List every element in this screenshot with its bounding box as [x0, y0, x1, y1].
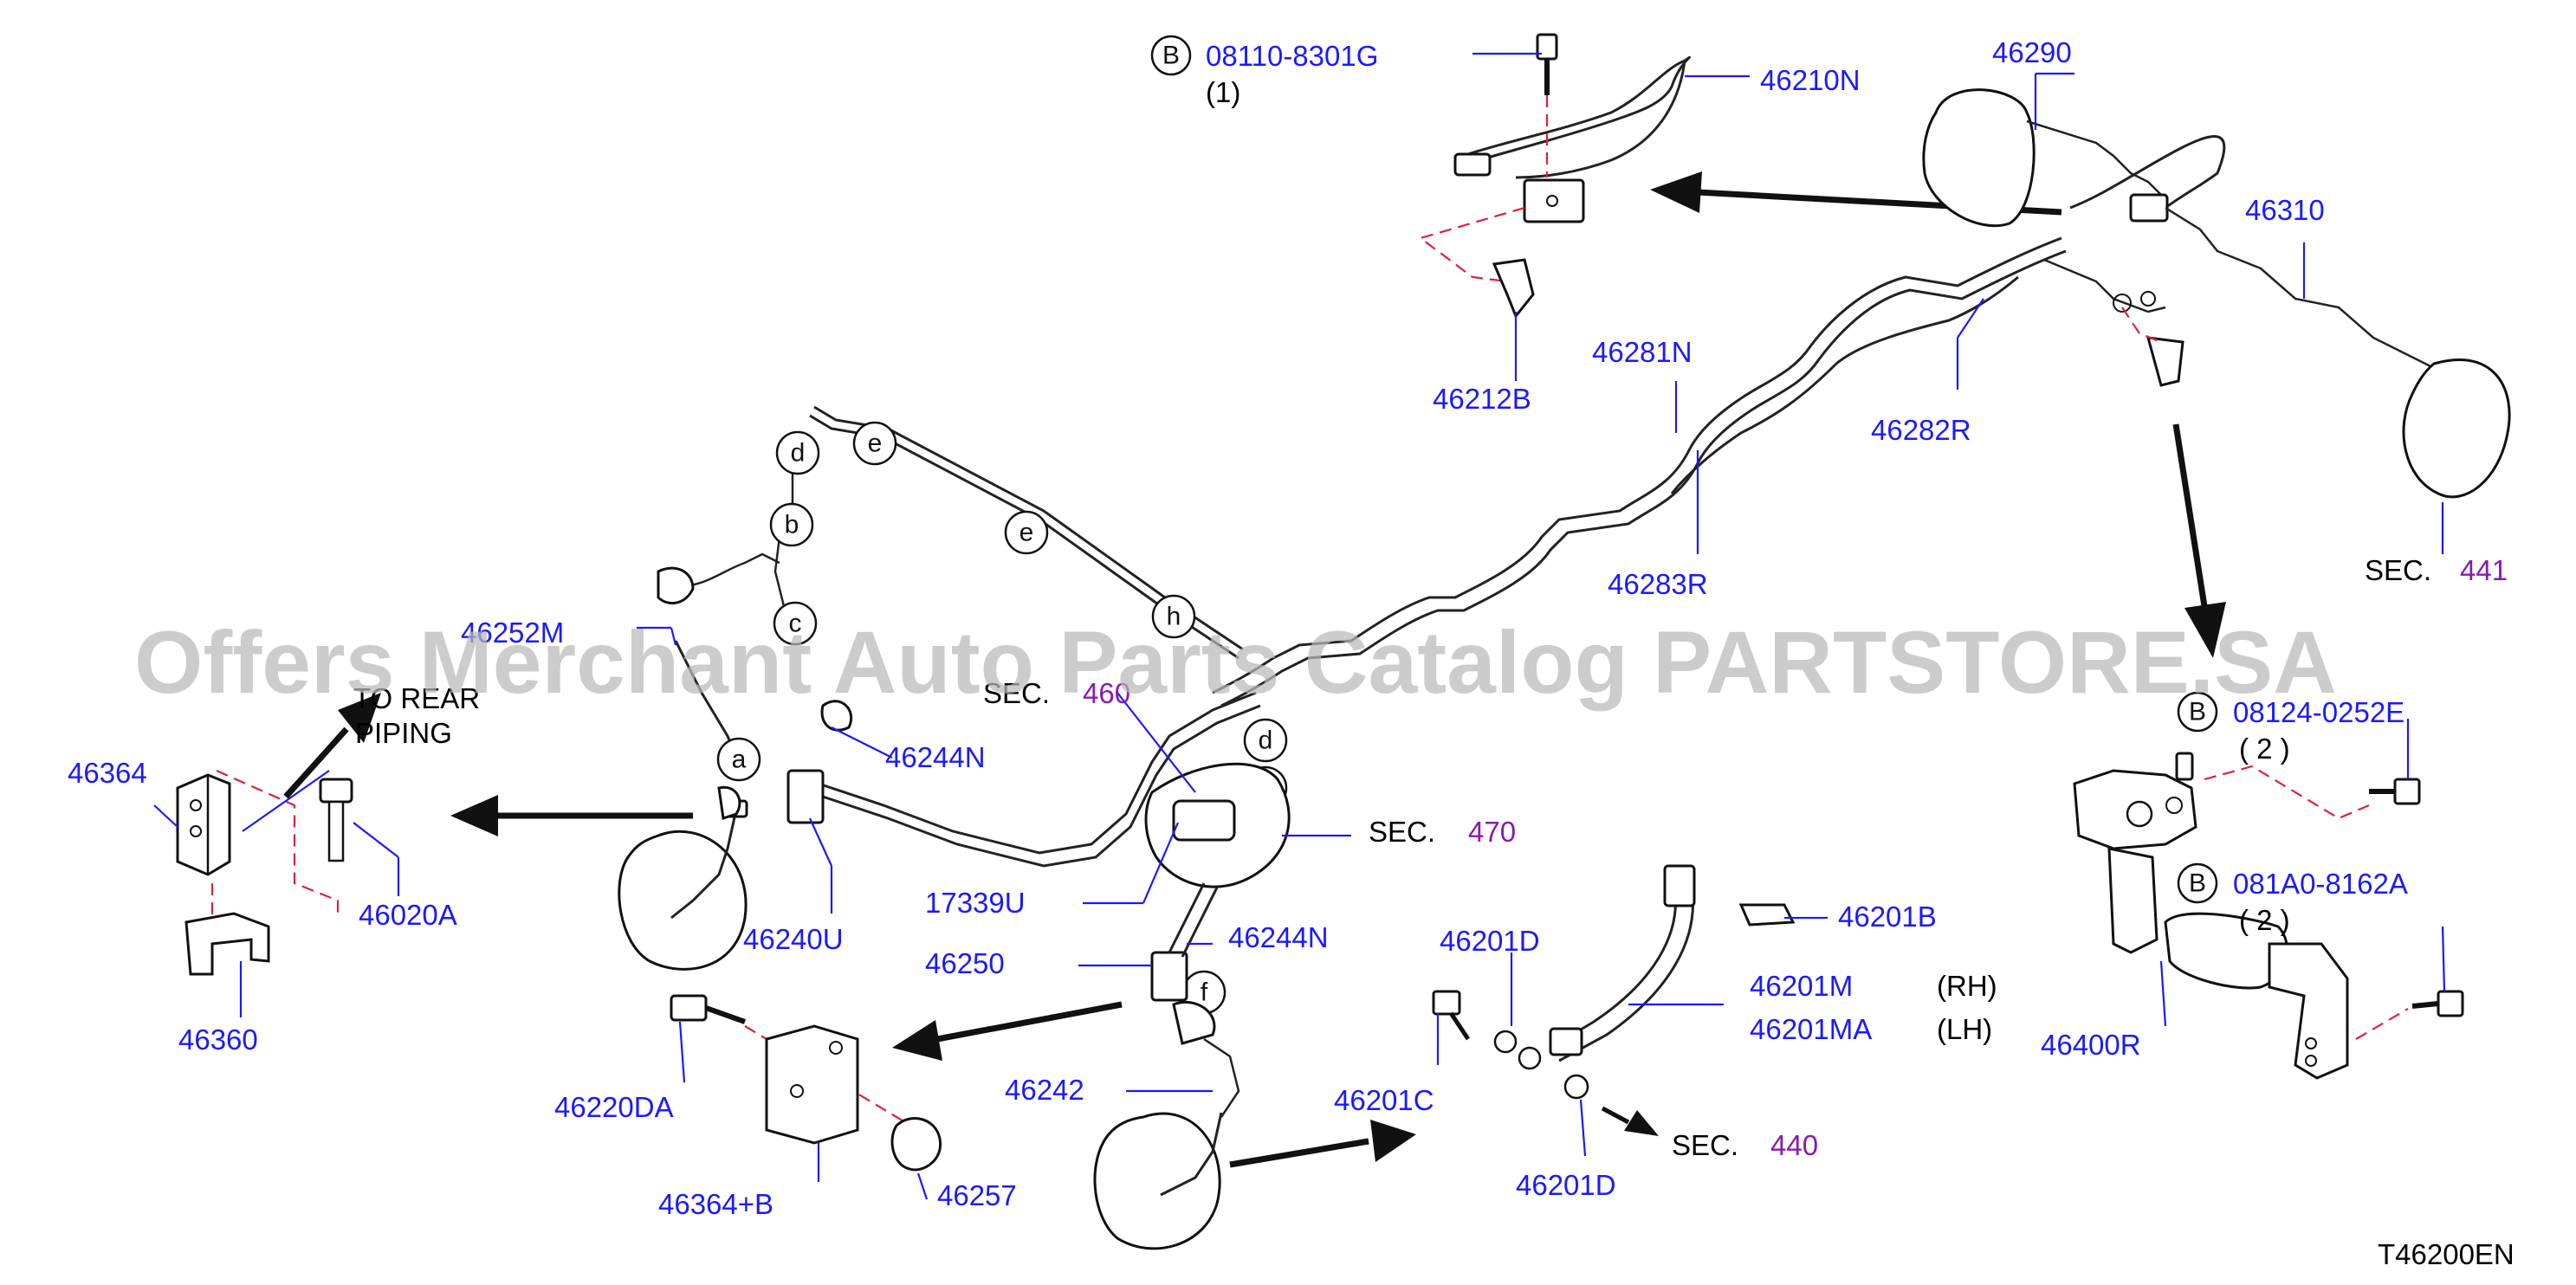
- svg-text:d: d: [1259, 726, 1273, 755]
- part-label-46360: 46360: [178, 1023, 258, 1056]
- callout-08110-8301G: B 08110-8301G (1): [1150, 35, 1378, 108]
- bolt-marker: B: [1162, 42, 1180, 70]
- clip-marker-h: h: [1151, 594, 1196, 639]
- bolt-quantity: ( 2 ): [2239, 904, 2290, 936]
- part-label-46281N: 46281N: [1592, 336, 1693, 368]
- part-label-46257: 46257: [937, 1179, 1017, 1211]
- section-prefix: SEC.: [1672, 1129, 1738, 1161]
- section-prefix: SEC.: [1369, 816, 1435, 848]
- bolt-marker-circle: [2177, 691, 2218, 733]
- part-label-46290: 46290: [1992, 36, 2072, 68]
- svg-text:c: c: [789, 610, 802, 638]
- junction-block-46364B: [670, 994, 942, 1200]
- section-prefix: SEC.: [2365, 554, 2431, 586]
- part-label-46201B: 46201B: [1838, 901, 1937, 933]
- part-label-46201C: 46201C: [1334, 1084, 1434, 1116]
- bolt-part-number: 081A0-8162A: [2233, 868, 2408, 900]
- front-right-hose-assembly: [1093, 1112, 1223, 1250]
- part-label-46250: 46250: [925, 947, 1005, 979]
- part-label-46244N-lower: 46244N: [1228, 921, 1329, 953]
- clip-marker-c: c: [773, 601, 818, 646]
- part-label-17339U: 17339U: [925, 887, 1026, 919]
- part-label-46242: 46242: [1005, 1074, 1084, 1106]
- diagram-code: T46200EN: [2378, 1238, 2515, 1270]
- section-ref-441: SEC. 441: [2365, 554, 2508, 586]
- section-ref-470: SEC. 470: [1369, 816, 1516, 848]
- part-label-46220DA: 46220DA: [554, 1091, 674, 1123]
- arrow-to-46364B: [892, 1001, 1123, 1061]
- section-number: 441: [2460, 554, 2508, 586]
- watermark: Offers Merchant Auto Parts Catalog PARTS…: [134, 613, 2337, 712]
- svg-text:a: a: [732, 746, 747, 774]
- part-label-46201M: 46201M: [1750, 970, 1853, 1002]
- section-ref-460: SEC. 460: [983, 677, 1130, 709]
- part-label-46201D-lower: 46201D: [1516, 1169, 1616, 1201]
- hose-46210N-assembly: [1418, 33, 1750, 381]
- section-prefix: SEC.: [983, 677, 1050, 709]
- bolt-marker-circle: [1150, 35, 1192, 76]
- arrow-to-46400R: [2172, 423, 2226, 658]
- hose-46290-46310-assembly: [1922, 72, 2511, 554]
- rear-piping-line1: TO REAR: [353, 682, 480, 714]
- arrow-to-sec-440-assembly: [1229, 1120, 1416, 1168]
- part-label-46244N-upper: 46244N: [885, 741, 986, 773]
- master-cylinder-area: [1078, 692, 1351, 1118]
- bolt-marker-circle: [2177, 862, 2218, 904]
- clip-marker-e-mid: e: [1004, 510, 1049, 555]
- svg-text:b: b: [785, 511, 799, 539]
- bolt-marker: B: [2189, 869, 2206, 898]
- upper-center-pipes: [637, 405, 1261, 868]
- svg-text:e: e: [868, 429, 883, 458]
- part-label-46283R: 46283R: [1608, 568, 1708, 600]
- part-label-46400R: 46400R: [2041, 1029, 2141, 1061]
- clip-markers: d e b e c h a d: [716, 421, 1288, 1015]
- part-label-46364: 46364: [68, 757, 147, 789]
- part-label-46310: 46310: [2245, 194, 2325, 226]
- part-label-46210N: 46210N: [1760, 64, 1861, 96]
- bolt-part-number: 08124-0252E: [2233, 696, 2404, 728]
- clip-marker-b: b: [769, 502, 814, 547]
- clip-marker-d-upper: d: [1243, 718, 1288, 763]
- callout-081A0-8162A: B 081A0-8162A ( 2 ): [2177, 862, 2408, 936]
- bolt-quantity: (1): [1206, 76, 1240, 108]
- rear-piping-note: TO REAR PIPING: [353, 682, 480, 749]
- front-left-hose-assembly: [618, 769, 833, 971]
- hose-46201M-assembly: [1432, 864, 1828, 1157]
- part-label-46282R: 46282R: [1871, 414, 1971, 446]
- clip-marker-d-top: d: [775, 430, 820, 475]
- junction-block-46364: [153, 769, 400, 1017]
- rear-piping-arrow: [242, 693, 381, 832]
- valve-46400R-assembly: [2073, 719, 2464, 1080]
- bolt-quantity: ( 2 ): [2239, 733, 2290, 765]
- svg-text:h: h: [1167, 603, 1181, 631]
- part-label-46201MA: 46201MA: [1750, 1013, 1872, 1045]
- rear-piping-line2: PIPING: [355, 717, 452, 749]
- side-label-rh: (RH): [1937, 970, 1997, 1002]
- section-number: 470: [1468, 816, 1516, 848]
- arrow-to-sec-440: [1601, 1106, 1659, 1136]
- part-label-46240U: 46240U: [743, 923, 844, 955]
- part-label-46020A: 46020A: [359, 899, 457, 931]
- part-label-46364B: 46364+B: [658, 1188, 773, 1220]
- part-label-46201D-upper: 46201D: [1440, 925, 1540, 957]
- svg-text:d: d: [791, 439, 806, 468]
- bolt-marker: B: [2189, 698, 2206, 726]
- svg-text:f: f: [1201, 978, 1208, 1007]
- clip-marker-e-top: e: [852, 421, 897, 466]
- clip-marker-a: a: [716, 737, 761, 782]
- section-ref-440: SEC. 440: [1672, 1129, 1818, 1161]
- part-label-46252M: 46252M: [461, 617, 564, 649]
- section-number: 440: [1770, 1129, 1818, 1161]
- section-number: 460: [1083, 677, 1130, 709]
- bolt-part-number: 08110-8301G: [1206, 40, 1378, 72]
- fitting-cluster-46282R: [1674, 258, 2184, 554]
- arrow-to-46364: [450, 795, 693, 836]
- side-label-lh: (LH): [1937, 1013, 1992, 1045]
- svg-text:e: e: [1019, 519, 1034, 547]
- part-label-46212B: 46212B: [1433, 383, 1531, 415]
- callout-08124-0252E: B 08124-0252E ( 2 ): [2177, 691, 2404, 765]
